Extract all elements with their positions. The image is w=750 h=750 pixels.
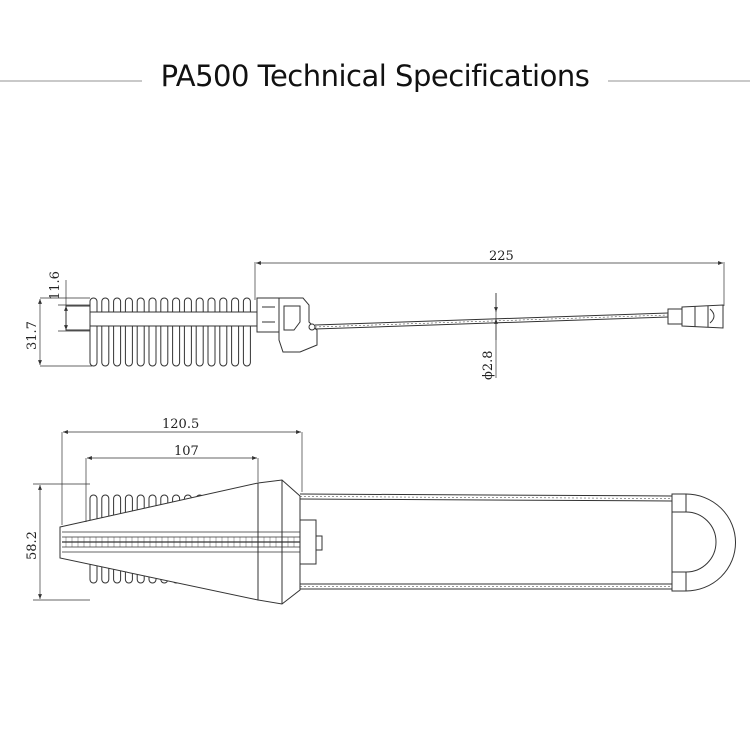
side-spine — [88, 312, 258, 326]
plan-view-grooves — [62, 531, 300, 553]
side-fin — [207, 297, 216, 367]
side-fin — [124, 297, 133, 367]
plan-view — [33, 430, 736, 605]
dim-body-height: 31.7 — [25, 321, 40, 350]
side-fin — [183, 297, 192, 367]
side-fin — [231, 297, 240, 367]
side-view-fins — [65, 297, 258, 367]
side-view — [38, 261, 725, 378]
side-view-wire — [314, 312, 669, 330]
dim-width: 58.2 — [25, 531, 40, 560]
side-fin — [172, 297, 181, 367]
plan-view-bail — [299, 493, 736, 592]
side-fin — [242, 297, 251, 367]
title-row: PA500 Technical Specifications — [0, 55, 750, 107]
side-fin — [101, 297, 110, 367]
side-view-head — [256, 297, 318, 353]
side-tip — [65, 305, 91, 331]
title-rule-left — [0, 80, 142, 82]
side-view-terminal — [667, 304, 724, 329]
side-fin — [195, 297, 204, 367]
side-fin — [113, 297, 122, 367]
dim-length-body: 107 — [174, 444, 199, 459]
dim-length-total: 120.5 — [162, 417, 199, 432]
title-rule-right — [608, 80, 750, 82]
side-fin — [148, 297, 157, 367]
page-title: PA500 Technical Specifications — [160, 59, 590, 93]
side-fin — [89, 297, 98, 367]
dim-head-height: 11.6 — [48, 271, 63, 300]
dim-wire-diameter: ϕ2.8 — [481, 350, 496, 380]
side-fin — [219, 297, 228, 367]
side-fin — [136, 297, 145, 367]
dim-overall-length: 225 — [489, 249, 514, 264]
side-fin — [160, 297, 169, 367]
